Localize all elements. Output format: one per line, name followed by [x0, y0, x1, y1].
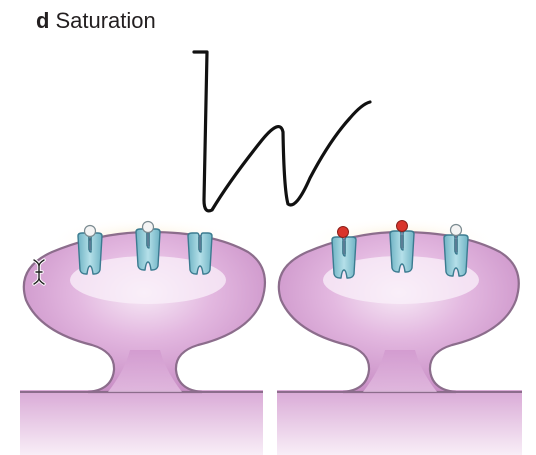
left-dendrite-shaft	[20, 390, 263, 455]
right-dendrite-shaft	[277, 390, 522, 455]
left-ligand-empty-2	[141, 220, 155, 234]
text-cursor-icon	[32, 258, 46, 286]
left-ligand-empty-1	[83, 224, 97, 238]
right-ligand-bound-1	[337, 226, 349, 238]
figure-title: Saturation	[55, 8, 156, 33]
handwritten-w-stroke	[192, 50, 372, 213]
panel-letter: d	[36, 8, 50, 33]
right-ligand-empty-1	[449, 223, 463, 237]
right-ligand-bound-2	[396, 220, 408, 232]
